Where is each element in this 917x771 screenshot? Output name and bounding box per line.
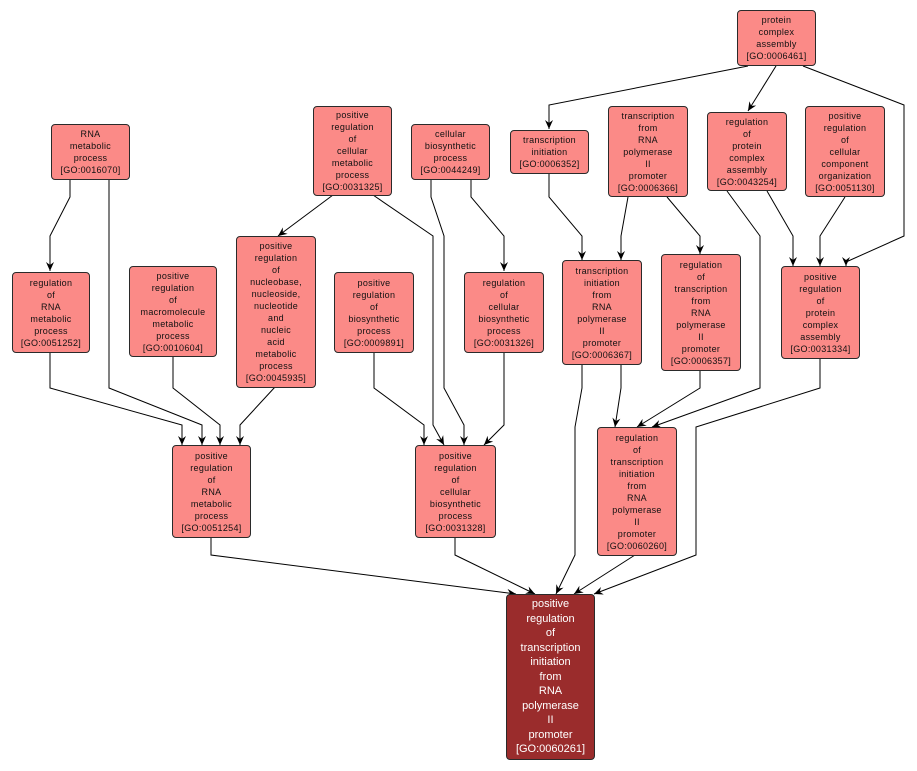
node-go-id: [GO:0045935] xyxy=(245,373,307,383)
go-node-0031328[interactable]: positive regulation of cellular biosynth… xyxy=(415,445,496,538)
edge-0006461-0006352 xyxy=(545,65,749,129)
node-go-id: [GO:0006367] xyxy=(571,349,633,360)
node-label: transcription initiation from RNA polyme… xyxy=(575,265,629,348)
go-node-0031325[interactable]: positive regulation of cellular metaboli… xyxy=(313,106,392,196)
node-label: positive regulation of macromolecule met… xyxy=(140,270,206,341)
edge-0016070-0051252 xyxy=(46,179,71,271)
edge-0010604-0051254 xyxy=(172,356,224,445)
edge-0006367-0060260 xyxy=(612,364,622,428)
node-label: positive regulation of biosynthetic proc… xyxy=(348,277,400,336)
edge-0031325-0031328 xyxy=(372,194,445,446)
node-go-id: [GO:0006366] xyxy=(617,182,679,193)
go-node-0045935[interactable]: positive regulation of nucleobase, nucle… xyxy=(236,236,316,388)
go-node-0044249[interactable]: cellular biosynthetic process [GO:0044249… xyxy=(411,124,490,180)
node-go-id: [GO:0006352] xyxy=(519,159,580,169)
node-label: positive regulation of nucleobase, nucle… xyxy=(250,241,302,371)
edge-0006352-0006367 xyxy=(548,173,586,260)
node-go-id: [GO:0051254] xyxy=(181,522,242,533)
node-label: positive regulation of RNA metabolic pro… xyxy=(190,450,233,521)
node-go-id: [GO:0010604] xyxy=(142,342,204,353)
edge-0006357-0060260 xyxy=(636,370,701,428)
node-go-id: [GO:0031328] xyxy=(425,522,486,533)
edge-0060260-0060261 xyxy=(573,554,636,595)
node-go-id: [GO:0016070] xyxy=(60,165,121,175)
go-node-0031334[interactable]: positive regulation of protein complex a… xyxy=(781,266,860,359)
go-node-0006352[interactable]: transcription initiation [GO:0006352] xyxy=(510,130,589,174)
go-node-0043254[interactable]: regulation of protein complex assembly[G… xyxy=(707,112,787,191)
edge-0043254-0031334 xyxy=(766,190,797,266)
node-label: positive regulation of cellular componen… xyxy=(818,110,872,181)
node-go-id: [GO:0051130] xyxy=(815,182,875,193)
node-label: positive regulation of cellular biosynth… xyxy=(429,450,482,521)
go-node-0006366[interactable]: transcription from RNA polymerase II pro… xyxy=(608,106,688,197)
edge-0044249-0031328 xyxy=(430,179,468,445)
node-go-id: [GO:0006461] xyxy=(746,51,807,61)
go-node-0051254[interactable]: positive regulation of RNA metabolic pro… xyxy=(172,445,251,538)
node-label: positive regulation of cellular metaboli… xyxy=(331,110,374,180)
node-go-id: [GO:0031326] xyxy=(473,337,535,348)
edge-0031326-0031328 xyxy=(483,352,505,446)
go-node-0051252[interactable]: regulation of RNA metabolic process[GO:0… xyxy=(12,272,90,353)
edge-0009891-0031328 xyxy=(373,352,428,445)
go-node-0006461[interactable]: protein complex assembly [GO:0006461] xyxy=(737,10,816,66)
edge-0045935-0051254 xyxy=(236,386,276,445)
edge-0031325-0045935 xyxy=(277,194,334,237)
edge-0051254-0060261 xyxy=(210,537,517,597)
node-label: regulation of transcription from RNA pol… xyxy=(674,259,728,354)
go-node-0006367[interactable]: transcription initiation from RNA polyme… xyxy=(562,260,642,365)
edge-0006461-0043254 xyxy=(747,65,777,112)
node-go-id: [GO:0044249] xyxy=(420,165,481,175)
go-node-0060260[interactable]: regulation of transcription initiation f… xyxy=(597,427,677,556)
node-go-id: [GO:0060260] xyxy=(606,540,668,551)
node-label: RNA metabolic process xyxy=(69,129,112,163)
edge-0031328-0060261 xyxy=(454,537,536,595)
edge-0006461-0031334 xyxy=(802,65,905,266)
edge-0006367-0060261 xyxy=(555,364,583,595)
node-label: positive regulation of transcription ini… xyxy=(520,598,581,741)
edge-0051130-0031334 xyxy=(816,196,846,266)
node-label: protein complex assembly xyxy=(756,15,797,49)
edge-0006366-0006367 xyxy=(617,196,629,260)
node-go-id: [GO:0051252] xyxy=(20,337,82,348)
node-label: positive regulation of protein complex a… xyxy=(799,271,842,342)
node-label: cellular biosynthetic process xyxy=(424,129,477,163)
node-label: regulation of cellular biosynthetic proc… xyxy=(478,277,530,336)
node-label: transcription initiation xyxy=(523,135,576,157)
go-node-0006357[interactable]: regulation of transcription from RNA pol… xyxy=(661,254,741,371)
node-go-id: [GO:0043254] xyxy=(716,176,778,187)
node-go-id: [GO:0006357] xyxy=(670,355,732,366)
go-node-0060261-target[interactable]: positive regulation of transcription ini… xyxy=(506,594,595,760)
node-go-id: [GO:0060261] xyxy=(515,743,586,756)
node-label: regulation of transcription initiation f… xyxy=(610,432,664,539)
edge-0016070-0051254 xyxy=(108,179,206,445)
edge-0051252-0051254 xyxy=(49,352,186,445)
node-label: transcription from RNA polymerase II pro… xyxy=(621,110,675,181)
edge-0006366-0006357 xyxy=(666,196,704,254)
go-node-0051130[interactable]: positive regulation of cellular componen… xyxy=(805,106,885,197)
edge-0043254-0060260 xyxy=(651,190,761,428)
go-node-0009891[interactable]: positive regulation of biosynthetic proc… xyxy=(334,272,414,353)
edge-0044249-0031326 xyxy=(470,179,508,271)
go-node-0031326[interactable]: regulation of cellular biosynthetic proc… xyxy=(464,272,544,353)
node-go-id: [GO:0009891] xyxy=(343,337,405,348)
node-go-id: [GO:0031325] xyxy=(322,182,383,192)
go-node-0016070[interactable]: RNA metabolic process [GO:0016070] xyxy=(51,124,130,180)
node-label: regulation of RNA metabolic process xyxy=(29,277,73,336)
go-node-0010604[interactable]: positive regulation of macromolecule met… xyxy=(129,266,217,357)
edge-0031334-0060261 xyxy=(593,358,821,595)
node-label: regulation of protein complex assembly xyxy=(725,116,769,175)
node-go-id: [GO:0031334] xyxy=(790,343,851,354)
